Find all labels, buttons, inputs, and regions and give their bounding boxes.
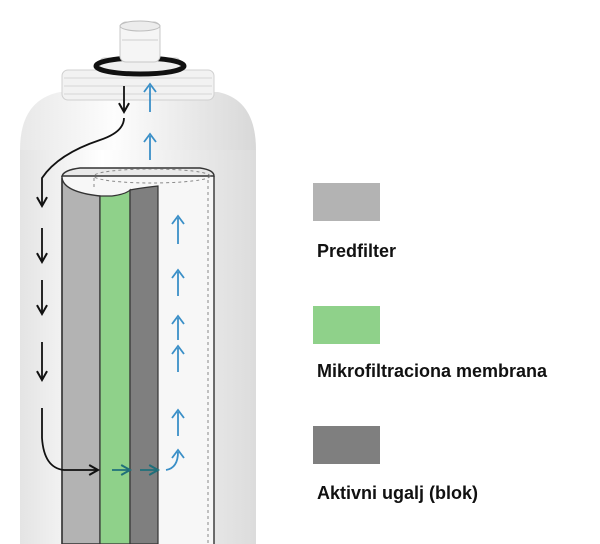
legend-label-membrana: Mikrofiltraciona membrana [317,361,548,381]
outflow-arrows [143,82,185,471]
filter-cartridge-layers [61,167,215,544]
legend-swatch-ugalj [313,426,380,464]
legend-label-ugalj: Aktivni ugalj (blok) [317,483,479,503]
legend-swatch-membrana [313,306,380,344]
inflow-arrows [36,86,130,476]
legend-label-predfilter: Predfilter [317,241,397,261]
legend-swatch-predfilter [313,183,380,221]
